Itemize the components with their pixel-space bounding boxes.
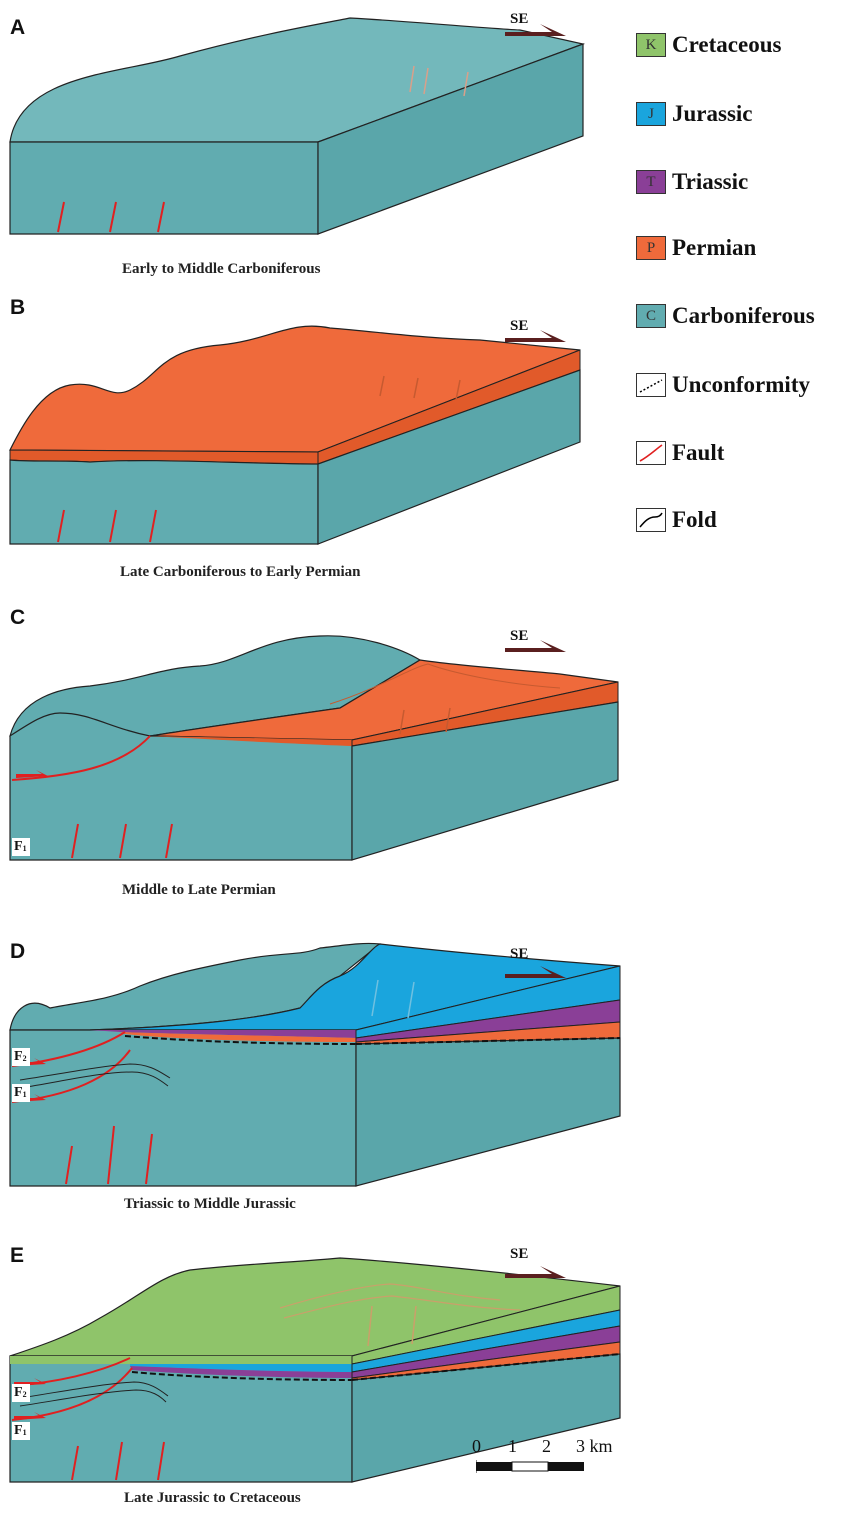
block-diagram-e [9, 1257, 621, 1483]
legend-label: Unconformity [672, 372, 810, 397]
panel-caption: Late Carboniferous to Early Permian [120, 564, 361, 580]
panel-caption: Early to Middle Carboniferous [122, 261, 321, 277]
panel-d: D SE F2 F1 Triassic to Middle Jurassic [0, 938, 630, 1238]
se-arrow-icon [505, 1266, 566, 1278]
legend-item-unconformity: Unconformity [636, 370, 860, 398]
block-diagram-c [9, 635, 619, 861]
panel-b: B SE Late Carboniferous to Early Permian [0, 296, 630, 590]
panel-c: C SE F1 Middle to Late Permian [0, 606, 630, 908]
se-label: SE [510, 318, 529, 334]
se-label: SE [510, 11, 529, 27]
fault-label-f1: F1 [12, 1422, 30, 1440]
panel-letter: B [10, 296, 26, 319]
legend-item-permian: P Permian [636, 233, 860, 261]
scale-bar: 0 1 2 3 km [466, 1436, 636, 1476]
se-label: SE [510, 1246, 529, 1262]
fault-label-f1: F1 [12, 838, 30, 856]
fault-line [109, 201, 117, 233]
curve-icon [636, 508, 666, 532]
fault-label-f2: F2 [12, 1048, 30, 1066]
legend-label: Cretaceous [672, 32, 782, 57]
panel-caption: Late Jurassic to Cretaceous [124, 1490, 301, 1506]
legend-item-fault: Fault [636, 438, 860, 466]
panel-letter: A [10, 16, 26, 39]
panel-letter: E [10, 1244, 25, 1267]
cretaceous-swatch: K [636, 33, 666, 57]
se-arrow-icon [505, 966, 566, 978]
fault-line [57, 201, 65, 233]
panel-letter: D [10, 940, 26, 963]
legend-item-carboniferous: C Carboniferous [636, 301, 860, 329]
legend-label: Fold [672, 507, 717, 532]
scale-bar-graphic [476, 1460, 584, 1473]
se-label: SE [510, 946, 529, 962]
legend-label: Triassic [672, 169, 749, 194]
triassic-swatch: T [636, 170, 666, 194]
legend-label: Carboniferous [672, 303, 815, 328]
legend-label: Fault [672, 440, 725, 465]
se-arrow-icon [505, 330, 566, 342]
legend-item-cretaceous: K Cretaceous [636, 30, 860, 58]
legend-label: Permian [672, 235, 757, 260]
fault-label-f1: F1 [12, 1084, 30, 1102]
legend-item-jurassic: J Jurassic [636, 99, 860, 127]
panel-a: A SE Early to Middle Carboniferous [0, 11, 630, 284]
legend-item-triassic: T Triassic [636, 167, 860, 195]
scale-tick-label: 0 [472, 1436, 481, 1456]
panel-caption: Triassic to Middle Jurassic [124, 1196, 296, 1212]
block-diagram-a [9, 17, 586, 235]
panel-letter: C [10, 606, 26, 629]
block-diagram-b [9, 325, 581, 545]
scale-tick-label: 2 [542, 1436, 551, 1456]
fault-line [157, 201, 165, 233]
red-line-icon [636, 441, 666, 465]
dashed-line-icon [636, 373, 666, 397]
fault-label-f2: F2 [12, 1384, 30, 1402]
block-diagram-d [9, 942, 621, 1187]
carboniferous-swatch: C [636, 304, 666, 328]
scale-tick-label: 1 [508, 1436, 517, 1456]
scale-tick-label: 3 km [576, 1436, 613, 1456]
panel-caption: Middle to Late Permian [122, 882, 276, 898]
se-arrow-icon [505, 24, 566, 36]
jurassic-swatch: J [636, 102, 666, 126]
legend-item-fold: Fold [636, 505, 860, 533]
panel-e: E SE F2 F1 Late Jurassic to Cretaceous [0, 1244, 630, 1513]
se-arrow-icon [505, 640, 566, 652]
se-label: SE [510, 628, 529, 644]
legend-label: Jurassic [672, 101, 753, 126]
permian-swatch: P [636, 236, 666, 260]
